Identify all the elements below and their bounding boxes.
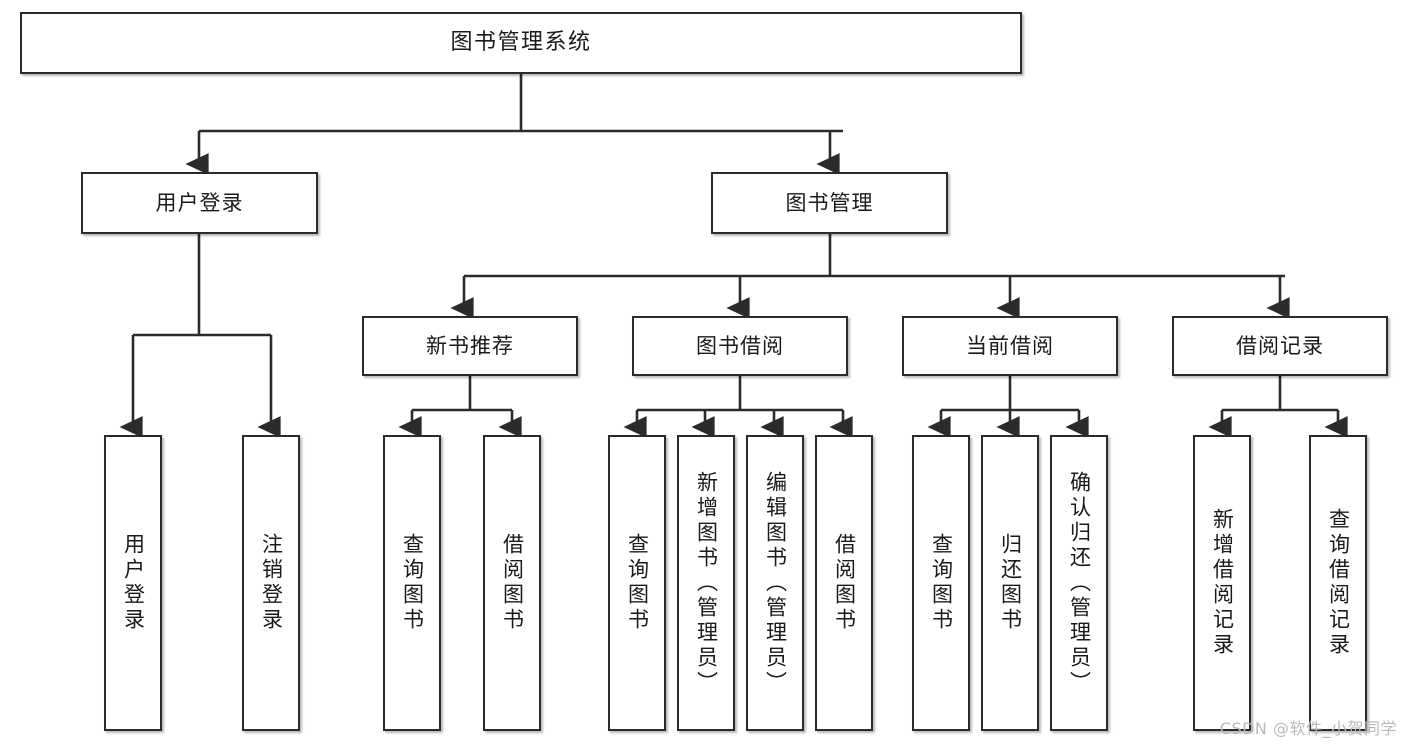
leaf-logout[interactable]: 注销登录 xyxy=(242,435,300,731)
node-borrow-record[interactable]: 借阅记录 xyxy=(1172,316,1388,376)
node-label: 查询借阅记录 xyxy=(1326,508,1351,658)
node-label: 图书借阅 xyxy=(696,333,784,358)
node-label: 查询图书 xyxy=(625,533,650,633)
node-user-login[interactable]: 用户登录 xyxy=(81,172,318,234)
node-current-borrow[interactable]: 当前借阅 xyxy=(902,316,1118,376)
leaf-borrow-add-book-admin[interactable]: 新增图书（管理员） xyxy=(677,435,735,731)
node-label: 用户登录 xyxy=(155,190,244,215)
node-label: 当前借阅 xyxy=(966,333,1054,358)
leaf-recommend-query-book[interactable]: 查询图书 xyxy=(383,435,441,731)
leaf-borrow-edit-book-admin[interactable]: 编辑图书（管理员） xyxy=(746,435,804,731)
node-label: 新增图书（管理员） xyxy=(694,470,719,696)
node-label: 归还图书 xyxy=(998,533,1023,633)
node-book-borrow[interactable]: 图书借阅 xyxy=(632,316,848,376)
leaf-borrow-query-book[interactable]: 查询图书 xyxy=(608,435,666,731)
node-label: 新增借阅记录 xyxy=(1210,508,1235,658)
node-label: 查询图书 xyxy=(929,533,954,633)
node-book-management[interactable]: 图书管理 xyxy=(711,172,948,234)
node-label: 图书管理系统 xyxy=(450,30,592,56)
node-label: 编辑图书（管理员） xyxy=(763,470,788,696)
node-label: 借阅图书 xyxy=(500,533,525,633)
node-root-system[interactable]: 图书管理系统 xyxy=(20,12,1022,74)
leaf-record-query-borrow-record[interactable]: 查询借阅记录 xyxy=(1309,435,1367,731)
node-label: 新书推荐 xyxy=(426,333,514,358)
leaf-recommend-borrow-book[interactable]: 借阅图书 xyxy=(483,435,541,731)
node-label: 借阅图书 xyxy=(832,533,857,633)
leaf-current-return-book[interactable]: 归还图书 xyxy=(981,435,1039,731)
node-label: 查询图书 xyxy=(400,533,425,633)
node-label: 用户登录 xyxy=(121,533,146,633)
leaf-current-confirm-return-admin[interactable]: 确认归还（管理员） xyxy=(1050,435,1108,731)
csdn-watermark: CSDN @软件_小贺同学 xyxy=(1219,719,1397,738)
node-new-book-recommend[interactable]: 新书推荐 xyxy=(362,316,578,376)
leaf-current-query-book[interactable]: 查询图书 xyxy=(912,435,970,731)
node-label: 注销登录 xyxy=(259,533,284,633)
node-label: 确认归还（管理员） xyxy=(1067,470,1092,696)
leaf-record-add-borrow-record[interactable]: 新增借阅记录 xyxy=(1193,435,1251,731)
leaf-borrow-borrow-book[interactable]: 借阅图书 xyxy=(815,435,873,731)
node-label: 图书管理 xyxy=(785,190,874,215)
node-label: 借阅记录 xyxy=(1236,333,1324,358)
leaf-user-login[interactable]: 用户登录 xyxy=(104,435,162,731)
